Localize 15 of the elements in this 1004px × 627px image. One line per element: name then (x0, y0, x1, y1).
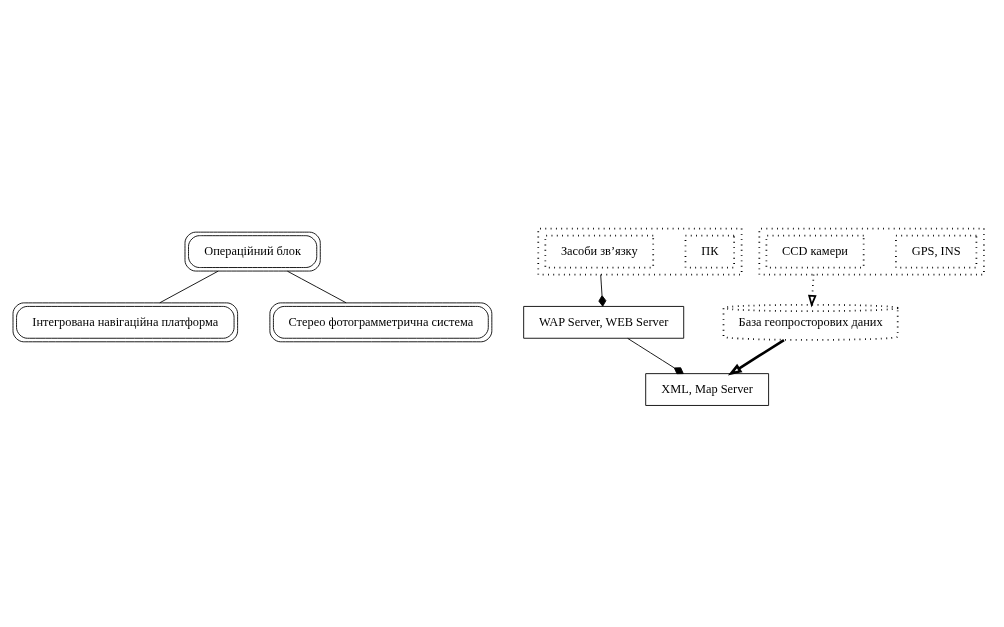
node-box: XML, Map Server (645, 373, 770, 406)
node-box: Інтегрована навігаційна платформа (12, 302, 239, 343)
node-box: CCD камери (765, 234, 865, 269)
connector (627, 337, 684, 375)
connector (159, 270, 219, 304)
node-box: Стерео фотограмметрична система (269, 302, 493, 343)
connector (286, 270, 347, 304)
cluster (758, 227, 985, 276)
node-box: GPS, INS (895, 234, 978, 269)
node-box: ПК (684, 234, 735, 269)
connector (598, 274, 607, 307)
arrow (727, 338, 785, 376)
node-box: WAP Server, WEB Server (523, 306, 685, 339)
node-box: Засоби зв’язку (544, 234, 655, 269)
cluster (537, 227, 743, 276)
